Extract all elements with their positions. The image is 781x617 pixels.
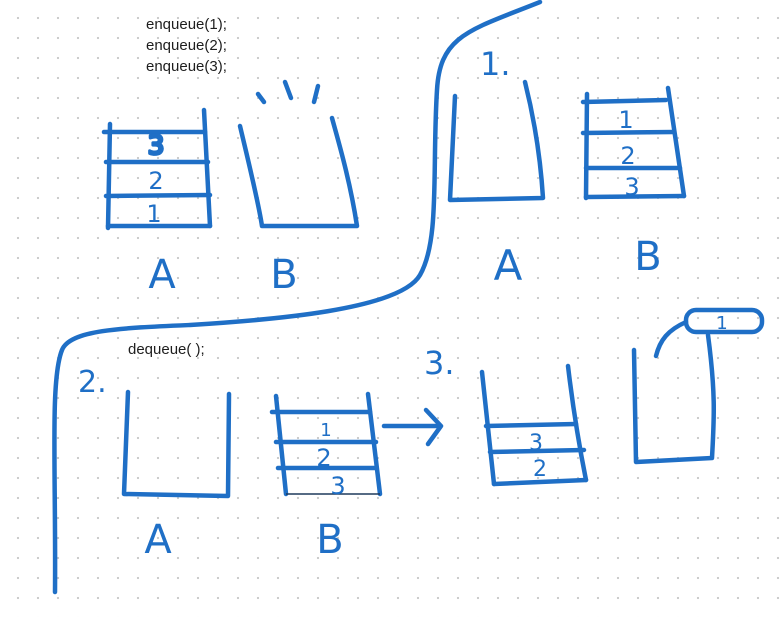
panel3-right-stack-body: [631, 332, 717, 465]
panel0-stack-b-body: [237, 115, 360, 229]
step1-label: 1.: [480, 45, 511, 83]
transition-arrow-icon: [381, 407, 444, 447]
panel1-stack-a: [447, 79, 546, 203]
dequeue-code-line: dequeue( );: [128, 341, 205, 358]
panel0-stack-b: [237, 79, 360, 229]
panel2-stack-b: 1 2 3: [269, 391, 383, 500]
panel1-stack-b: 1 2 3: [580, 85, 687, 201]
panel1-b-item-1: 1: [618, 106, 633, 134]
panel1-b-item-3: 3: [624, 173, 639, 201]
panel3-right-wall: [565, 363, 589, 483]
panel0-label-a: A: [148, 252, 176, 298]
panel0-stack-a-left-wall: [105, 121, 113, 231]
panel0-a-item-2: 2: [148, 167, 163, 195]
panel3-item-3: 3: [529, 431, 543, 456]
panel0-stack-a: 3 2 1: [101, 107, 213, 231]
panel1-label-a: A: [494, 241, 523, 290]
panel2-b-item-1: 1: [320, 420, 331, 441]
enqueue-code-block: enqueue(1); enqueue(2); enqueue(3);: [146, 14, 227, 77]
panel0-a-item-1: 1: [146, 200, 161, 228]
panel3-stack-left: 3 2: [479, 363, 589, 487]
panel1-label-b: B: [634, 234, 661, 280]
step3-label: 3.: [424, 344, 455, 382]
panel2-stack-a: [121, 389, 232, 499]
panel0-sparkle-1: [255, 91, 267, 105]
panel2-label-b: B: [316, 517, 343, 563]
step2-label: 2.: [78, 365, 107, 400]
panel1-stack-b-left-wall: [583, 91, 590, 201]
popped-item-value: 1: [716, 313, 727, 334]
divider-curve: [52, 0, 543, 595]
panel1-stack-a-body: [447, 79, 546, 203]
panel3-line-bottom: [491, 477, 589, 487]
panel0-sparkle-3: [311, 83, 321, 105]
panel1-stack-b-line-top: [580, 97, 669, 105]
panel1-b-item-2: 2: [620, 142, 635, 170]
enqueue-line-2: enqueue(2);: [146, 37, 227, 54]
panel0-stack-a-line-3: [103, 192, 213, 199]
panel3-line-top: [483, 421, 579, 429]
panel0-sparkle-2: [282, 79, 294, 101]
panel0-label-b: B: [270, 252, 297, 298]
enqueue-line-3: enqueue(3);: [146, 58, 227, 75]
panel3-stack-right: 1: [631, 307, 765, 465]
panel2-stack-a-body: [121, 389, 232, 499]
panel2-b-item-3: 3: [330, 472, 345, 500]
panel3-line-2: [487, 447, 587, 455]
panel3-item-2: 2: [533, 457, 547, 482]
panel2-b-item-2: 2: [316, 444, 331, 472]
panel2-label-a: A: [144, 517, 172, 563]
panel1-stack-b-line-bottom: [583, 193, 687, 200]
popped-item-box: [683, 307, 765, 335]
pop-arrow-icon: [653, 319, 689, 359]
panel0-a-item-3: 3: [148, 131, 165, 161]
panel0-stack-a-right-wall: [201, 107, 213, 229]
enqueue-line-1: enqueue(1);: [146, 16, 227, 33]
panel1-stack-b-line-2: [580, 129, 677, 136]
panel1-stack-b-right-wall: [665, 85, 687, 199]
